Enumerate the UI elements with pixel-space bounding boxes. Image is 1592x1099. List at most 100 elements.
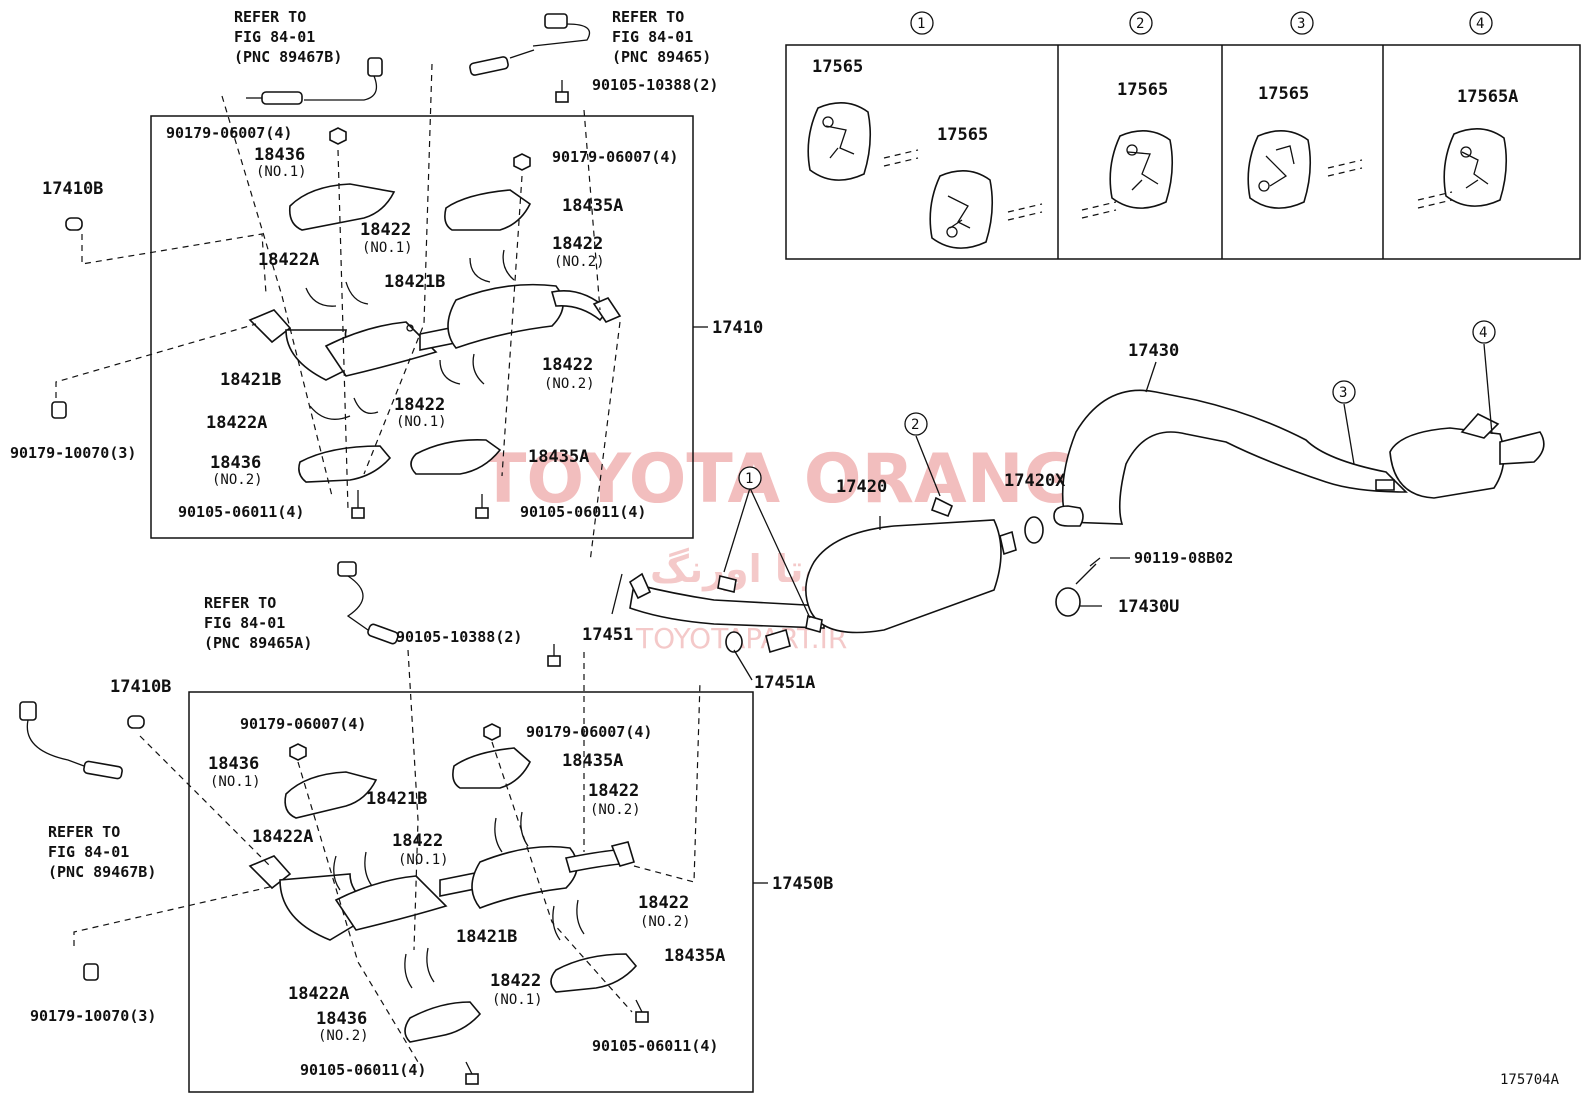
label-18422: 18422 [542,355,593,375]
label-18436: 18436 [254,145,305,165]
heat-shield-lower-no1 [284,771,378,819]
bracket-18422-no2 [494,811,529,853]
front-pipe-with-converters [248,283,622,381]
label-18422: 18422 [490,971,541,991]
nut-icon [329,127,347,145]
label-17451A: 17451A [754,673,815,693]
callout-number: 4 [1479,325,1487,341]
label-17430U: 17430U [1118,597,1179,617]
label-90105-06011: 90105-06011(4) [178,503,304,521]
ref-line: (PNC 89467B) [234,48,342,66]
label-17410B: 17410B [42,179,103,199]
watermark-brand: TOYOTA ORANG [480,440,1079,519]
label-90179-06007: 90179-06007(4) [240,715,366,733]
heat-shield-upper-no1 [288,183,396,231]
bolt-icon [465,1061,479,1085]
callout-2: 2 [904,412,928,436]
sensor-reference-1: REFER TO FIG 84-01 (PNC 89467B) [234,8,383,105]
label-17430: 17430 [1128,341,1179,361]
label-sub: (NO.1) [256,164,307,180]
nut-icon [289,743,307,761]
rubber-hanger-icon [807,102,872,181]
inset-2-part: 17565 [1117,80,1168,100]
label-sub: (NO.2) [640,914,691,930]
ref-line: REFER TO [234,8,306,26]
tail-pipe-17430 [1061,389,1408,525]
inset-1-part-a: 17565 [812,57,863,77]
nut-icon [83,963,99,981]
label-18422: 18422 [552,234,603,254]
sensor-reference-2: REFER TO FIG 84-01 (PNC 89465) [469,8,711,76]
label-90105-06011: 90105-06011(4) [592,1037,718,1055]
bracket-18422-no1 [469,249,515,283]
tail-tip [1499,431,1545,465]
figure-id: 175704A [1500,1072,1560,1088]
ref-line: FIG 84-01 [612,28,693,46]
hanger-bracket [717,575,737,593]
rubber-hanger-icon [1443,128,1508,207]
label-sub: (NO.2) [318,1028,369,1044]
label-90105-10388: 90105-10388(2) [592,76,718,94]
label-18422: 18422 [360,220,411,240]
label-18422: 18422 [588,781,639,801]
label-90179-06007: 90179-06007(4) [166,124,292,142]
ref-line: FIG 84-01 [234,28,315,46]
label-sub: (NO.1) [396,414,447,430]
label-sub: (NO.1) [210,774,261,790]
inset-1-number: 1 [917,16,925,32]
bracket-18422A [333,851,373,891]
bolt-icon [635,999,649,1023]
upper-assembly-number: 17410 [712,318,763,338]
bracket-18421B [404,947,435,989]
label-18435A: 18435A [664,946,725,966]
sensor-reference-4: REFER TO FIG 84-01 (PNC 89467B) [19,701,156,881]
ref-line: FIG 84-01 [204,614,285,632]
label-17451: 17451 [582,625,633,645]
callout-number: 2 [911,417,919,433]
label-18436: 18436 [210,453,261,473]
heat-shield-18435A [444,189,532,231]
inset-1-part-b: 17565 [937,125,988,145]
label-90119-08B02: 90119-08B02 [1134,549,1233,567]
label-18422A: 18422A [252,827,313,847]
label-18435A: 18435A [528,447,589,467]
hanger-bracket [930,496,954,518]
clamp-17430U [1055,587,1081,617]
muffler-17420 [805,519,1002,634]
hanger-bracket [1375,479,1395,491]
bracket-18421B [305,281,369,307]
bracket-18422-no2 [439,353,485,385]
label-17420: 17420 [836,477,887,497]
ref-line: (PNC 89467B) [48,863,156,881]
label-18422A: 18422A [258,250,319,270]
gasket-17410B [65,217,83,231]
front-pipe-with-converters [248,841,635,941]
label-18422: 18422 [392,831,443,851]
heat-shield-18435A-lower [550,953,638,993]
label-17410B: 17410B [110,677,171,697]
callout-number: 3 [1339,385,1347,401]
label-18435A: 18435A [562,196,623,216]
hanger-inset-table: 1 17565 17565 2 17565 [785,11,1581,260]
oxygen-sensor-icon [19,701,123,780]
inset-frame [785,44,1581,260]
label-sub: (NO.1) [492,992,543,1008]
label-90179-06007: 90179-06007(4) [552,148,678,166]
heat-shield-upper-no2 [298,445,392,483]
label-18422: 18422 [638,893,689,913]
rubber-hanger-icon [929,170,994,249]
heat-shield-18435A [452,747,531,789]
label-18421B: 18421B [384,272,445,292]
label-sub: (NO.2) [212,472,263,488]
label-18422: 18422 [394,395,445,415]
inset-4: 4 17565A [1417,11,1518,209]
bolt-icon [475,494,489,519]
bracket-18422-no2 [552,899,585,941]
label-18436: 18436 [316,1009,367,1029]
rubber-hanger-icon [1109,130,1174,209]
nut-icon [513,153,531,171]
bolt-icon [351,490,365,519]
inset-3-number: 3 [1297,16,1305,32]
heat-shield-18435A-lower [410,438,502,475]
